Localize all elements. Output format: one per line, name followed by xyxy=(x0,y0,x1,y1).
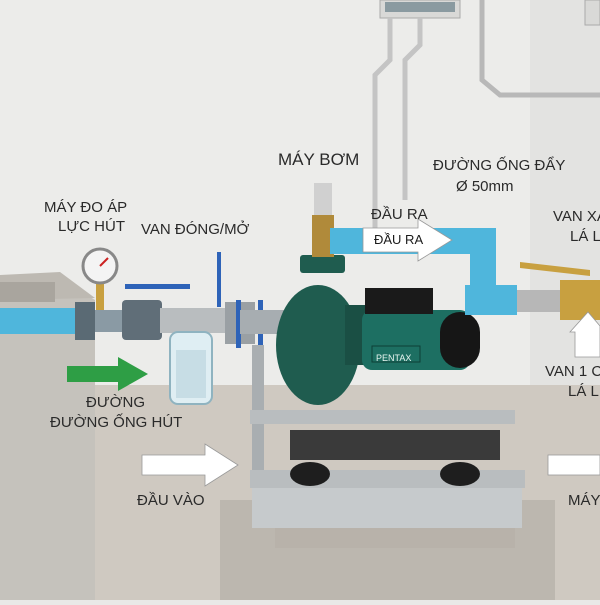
open-close-valve xyxy=(217,252,221,307)
label-discharge-pipe-2: Ø 50mm xyxy=(456,178,514,195)
concrete-tank xyxy=(0,278,95,600)
steel-frame xyxy=(250,410,515,424)
label-valve-right-top-1: VAN XẢ xyxy=(553,208,600,225)
label-valve-right-bottom-2: LÁ L xyxy=(568,383,599,400)
outlet-arrow xyxy=(362,218,453,262)
label-outlet-arrow: ĐẦU RA xyxy=(374,232,424,247)
label-valve-right-top-2: LÁ L xyxy=(570,228,600,245)
label-discharge-pipe-1: ĐƯỜNG ỐNG ĐẨY xyxy=(433,157,566,174)
label-inlet: ĐẦU VÀO xyxy=(137,492,205,509)
flex-hose xyxy=(517,290,562,312)
label-suction-2: ĐƯỜNG ỐNG HÚT xyxy=(50,414,183,431)
pump-brand-logo: PENTAX xyxy=(376,353,412,363)
label-pressure-gauge-1: MÁY ĐO ÁP xyxy=(44,199,128,216)
brass-fitting xyxy=(312,215,334,257)
suction-pipe xyxy=(0,308,80,334)
label-pump: MÁY BƠM xyxy=(278,150,360,169)
valve-handle xyxy=(125,284,190,289)
label-pump-right: MÁY xyxy=(568,492,600,509)
label-suction-1: ĐƯỜNG xyxy=(86,394,146,411)
label-outlet-head: ĐẦU RA xyxy=(371,206,428,223)
label-pressure-gauge-2: LỰC HÚT xyxy=(58,218,125,235)
inlet-arrow xyxy=(141,443,239,487)
label-valve-right-bottom-1: VAN 1 C xyxy=(545,363,600,380)
suction-arrow xyxy=(67,357,148,391)
pump-volute xyxy=(276,285,360,405)
label-valve-open-close: VAN ĐÓNG/MỞ xyxy=(141,221,250,238)
